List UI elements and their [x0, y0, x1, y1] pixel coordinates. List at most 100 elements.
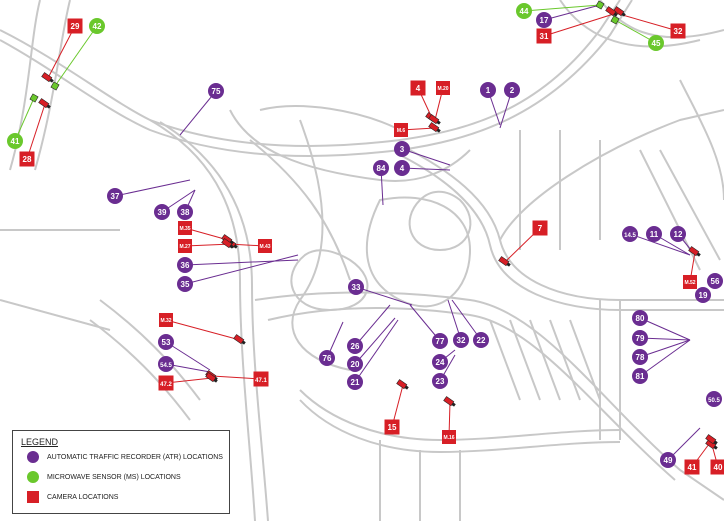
atr-leader-line	[354, 317, 396, 365]
camera-marker-32	[670, 23, 686, 39]
ms-leader-line	[54, 25, 98, 87]
camera-icon	[705, 434, 718, 445]
atr-marker-84	[373, 160, 389, 176]
atr-marker-label: 39	[158, 208, 167, 217]
camera-leader-line	[26, 103, 46, 160]
legend-title: LEGEND	[21, 437, 59, 447]
atr-marker-19	[695, 287, 711, 303]
atr-leader-line	[639, 337, 691, 341]
atr-marker-label: 3	[400, 145, 405, 154]
atr-marker-label: 35	[181, 280, 190, 289]
camera-icon	[688, 246, 701, 257]
atr-marker-label: 2	[510, 86, 515, 95]
camera-marker-15	[384, 419, 400, 435]
legend-item-camera: CAMERA LOCATIONS	[27, 491, 118, 503]
atr-circle-icon	[27, 451, 39, 463]
microwave-sensor-icon	[50, 81, 60, 91]
camera-marker-label: 15	[388, 423, 397, 432]
atr-marker-4	[394, 160, 410, 176]
atr-marker-label: 54.5	[160, 363, 172, 369]
atr-leader-line	[629, 233, 691, 256]
ms-circle-icon	[27, 471, 39, 483]
camera-marker-41	[684, 459, 700, 475]
ms-marker-label: 42	[93, 22, 102, 31]
camera-marker-29	[67, 18, 83, 34]
atr-leader-line	[165, 341, 211, 371]
ms-marker-42	[89, 18, 105, 34]
atr-marker-label: 50.5	[708, 398, 720, 404]
camera-marker-7	[532, 220, 548, 236]
atr-marker-39	[154, 204, 170, 220]
ms-marker-label: 45	[652, 39, 661, 48]
camera-leader-line	[543, 11, 621, 37]
atr-marker-53	[158, 334, 174, 350]
camera-marker-M-6	[394, 123, 408, 137]
atr-marker-label: 32	[457, 336, 466, 345]
atr-marker-81	[632, 368, 648, 384]
atr-marker-38	[177, 204, 193, 220]
atr-marker-label: 38	[181, 208, 190, 217]
camera-icon	[205, 372, 218, 383]
camera-icon	[428, 114, 441, 125]
atr-marker-2	[504, 82, 520, 98]
atr-marker-14-5	[622, 226, 638, 242]
camera-marker-label: M.6	[397, 128, 406, 134]
atr-marker-label: 75	[212, 87, 221, 96]
camera-marker-label: 47.1	[255, 378, 267, 384]
atr-marker-76	[319, 350, 335, 366]
camera-icon	[233, 334, 246, 345]
camera-marker-label: 7	[538, 224, 543, 233]
camera-marker-M-52	[683, 275, 697, 289]
camera-icon	[221, 234, 234, 245]
microwave-sensor-icon	[595, 0, 605, 10]
camera-marker-M-43	[258, 239, 272, 253]
legend-label-ms: MICROWAVE SENSOR (MS) LOCATIONS	[47, 473, 181, 481]
atr-leader-line	[114, 179, 191, 197]
atr-marker-26	[347, 338, 363, 354]
atr-marker-label: 26	[351, 342, 360, 351]
atr-marker-label: 78	[636, 353, 645, 362]
atr-marker-label: 33	[352, 283, 361, 292]
atr-marker-80	[632, 310, 648, 326]
atr-leader-line	[639, 339, 691, 358]
atr-marker-11	[646, 226, 662, 242]
ms-marker-41	[7, 133, 23, 149]
camera-icon	[221, 238, 234, 249]
camera-marker-M-35	[178, 221, 192, 235]
atr-marker-label: 1	[486, 86, 491, 95]
atr-marker-56	[707, 273, 723, 289]
atr-marker-35	[177, 276, 193, 292]
atr-marker-label: 84	[377, 164, 386, 173]
atr-leader-line	[401, 167, 451, 171]
atr-marker-32	[453, 332, 469, 348]
camera-marker-M-16	[442, 430, 456, 444]
atr-marker-20	[347, 356, 363, 372]
camera-marker-label: 32	[674, 27, 683, 36]
camera-icon	[605, 6, 618, 17]
camera-leader-line	[184, 227, 229, 241]
atr-marker-label: 14.5	[624, 233, 636, 239]
atr-marker-label: 22	[477, 336, 486, 345]
atr-marker-label: 80	[636, 314, 645, 323]
atr-marker-label: 11	[650, 230, 659, 239]
leader-lines	[14, 4, 719, 468]
camera-icon	[396, 379, 409, 390]
camera-marker-label: M.43	[259, 244, 270, 250]
camera-marker-31	[536, 28, 552, 44]
atr-marker-label: 19	[699, 291, 708, 300]
legend-item-atr: AUTOMATIC TRAFFIC RECORDER (ATR) LOCATIO…	[27, 451, 223, 463]
camera-marker-label: M.20	[437, 86, 448, 92]
atr-marker-label: 53	[162, 338, 171, 347]
atr-marker-49	[660, 452, 676, 468]
camera-markers: 471528293132404147.147.2M.6M.16M.20M.27M…	[19, 6, 724, 475]
camera-icon	[428, 122, 441, 133]
camera-marker-label: 40	[714, 463, 723, 472]
camera-marker-label: 41	[688, 463, 697, 472]
microwave-sensor-icon	[610, 15, 620, 25]
atr-leader-line	[184, 259, 299, 266]
legend-item-ms: MICROWAVE SENSOR (MS) LOCATIONS	[27, 471, 181, 483]
atr-marker-label: 36	[181, 261, 190, 270]
atr-marker-33	[348, 279, 364, 295]
camera-icon	[613, 6, 626, 17]
legend-label-camera: CAMERA LOCATIONS	[47, 493, 119, 501]
